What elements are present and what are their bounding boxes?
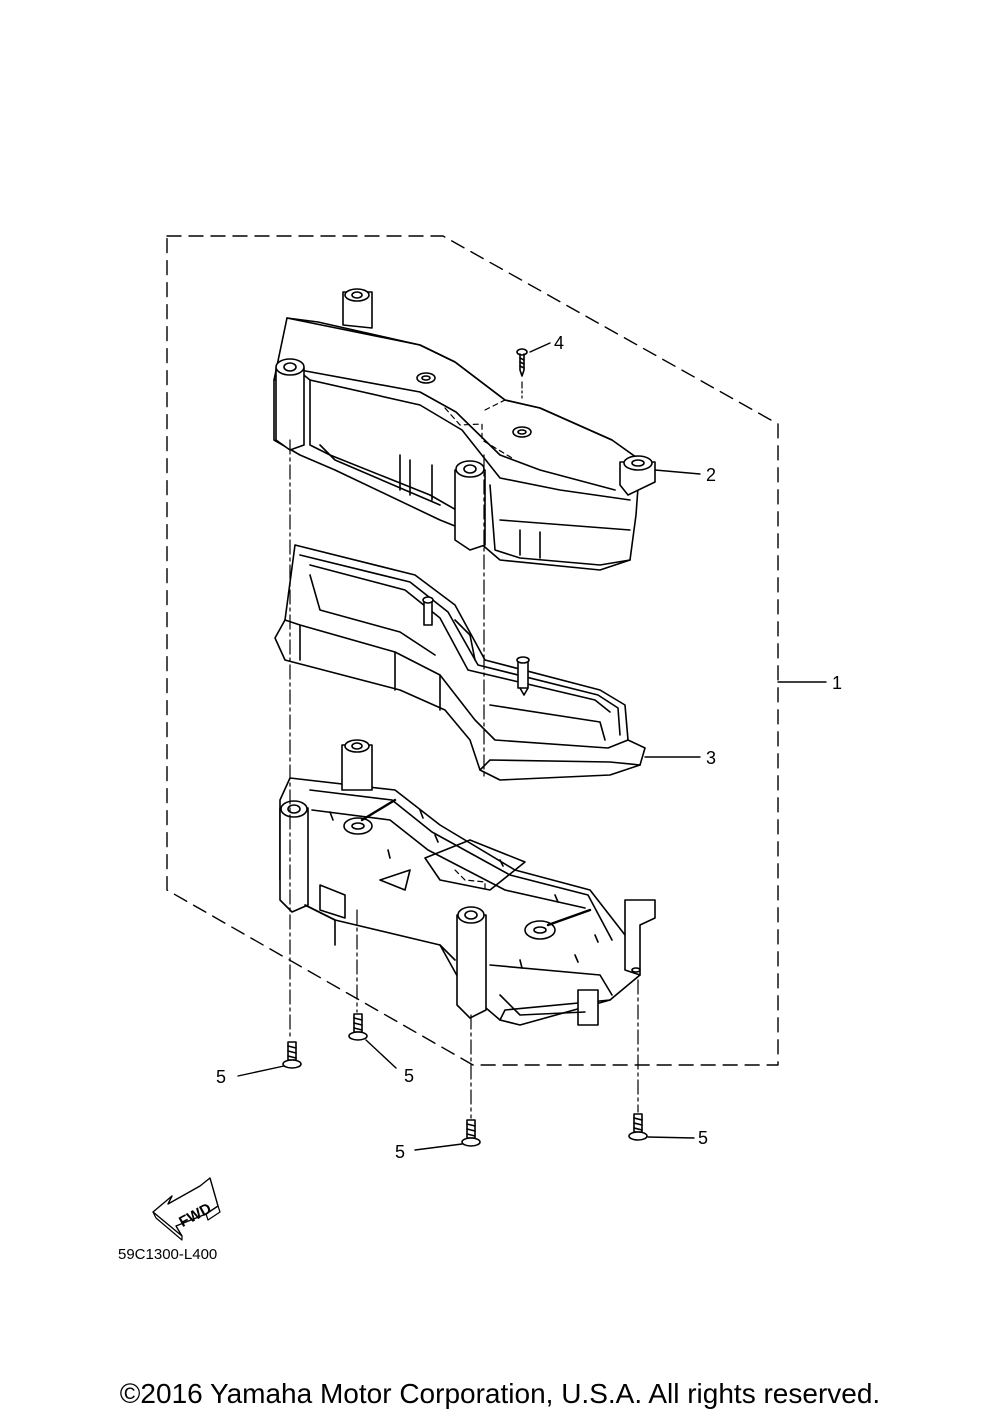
leader-2 <box>654 469 701 475</box>
part-3-lens-frame <box>274 544 646 781</box>
leader-5c <box>414 1143 463 1151</box>
copyright-notice: ©2016 Yamaha Motor Corporation, U.S.A. A… <box>119 1378 881 1409</box>
callout-5d: 5 <box>698 1128 708 1148</box>
callout-5b: 5 <box>404 1066 414 1086</box>
leader-5b <box>365 1039 397 1069</box>
callout-2: 2 <box>706 465 716 485</box>
callout-4: 4 <box>554 333 564 353</box>
diagram-code: 59C1300-L400 <box>118 1246 217 1263</box>
part-5-screw-d <box>628 1113 648 1141</box>
leader-5d <box>647 1136 695 1139</box>
part-2-upper-cover <box>273 288 656 571</box>
assembly-center-lines <box>289 439 639 1119</box>
part-5-screw-a <box>282 1041 302 1069</box>
part-1-meter-base <box>279 739 656 1026</box>
callout-5c: 5 <box>395 1142 405 1162</box>
leader-4 <box>529 342 551 353</box>
callout-3: 3 <box>706 748 716 768</box>
leader-lines <box>237 342 827 1151</box>
part-4-screw <box>516 348 528 377</box>
assembly-boundary <box>166 235 779 1066</box>
part-5-screw-c <box>461 1119 481 1147</box>
part-5-screw-b <box>348 1013 368 1041</box>
leader-5a <box>237 1065 285 1077</box>
callout-1: 1 <box>832 673 842 693</box>
callout-5a: 5 <box>216 1067 226 1087</box>
fwd-arrow-icon: FWD <box>152 1177 221 1241</box>
